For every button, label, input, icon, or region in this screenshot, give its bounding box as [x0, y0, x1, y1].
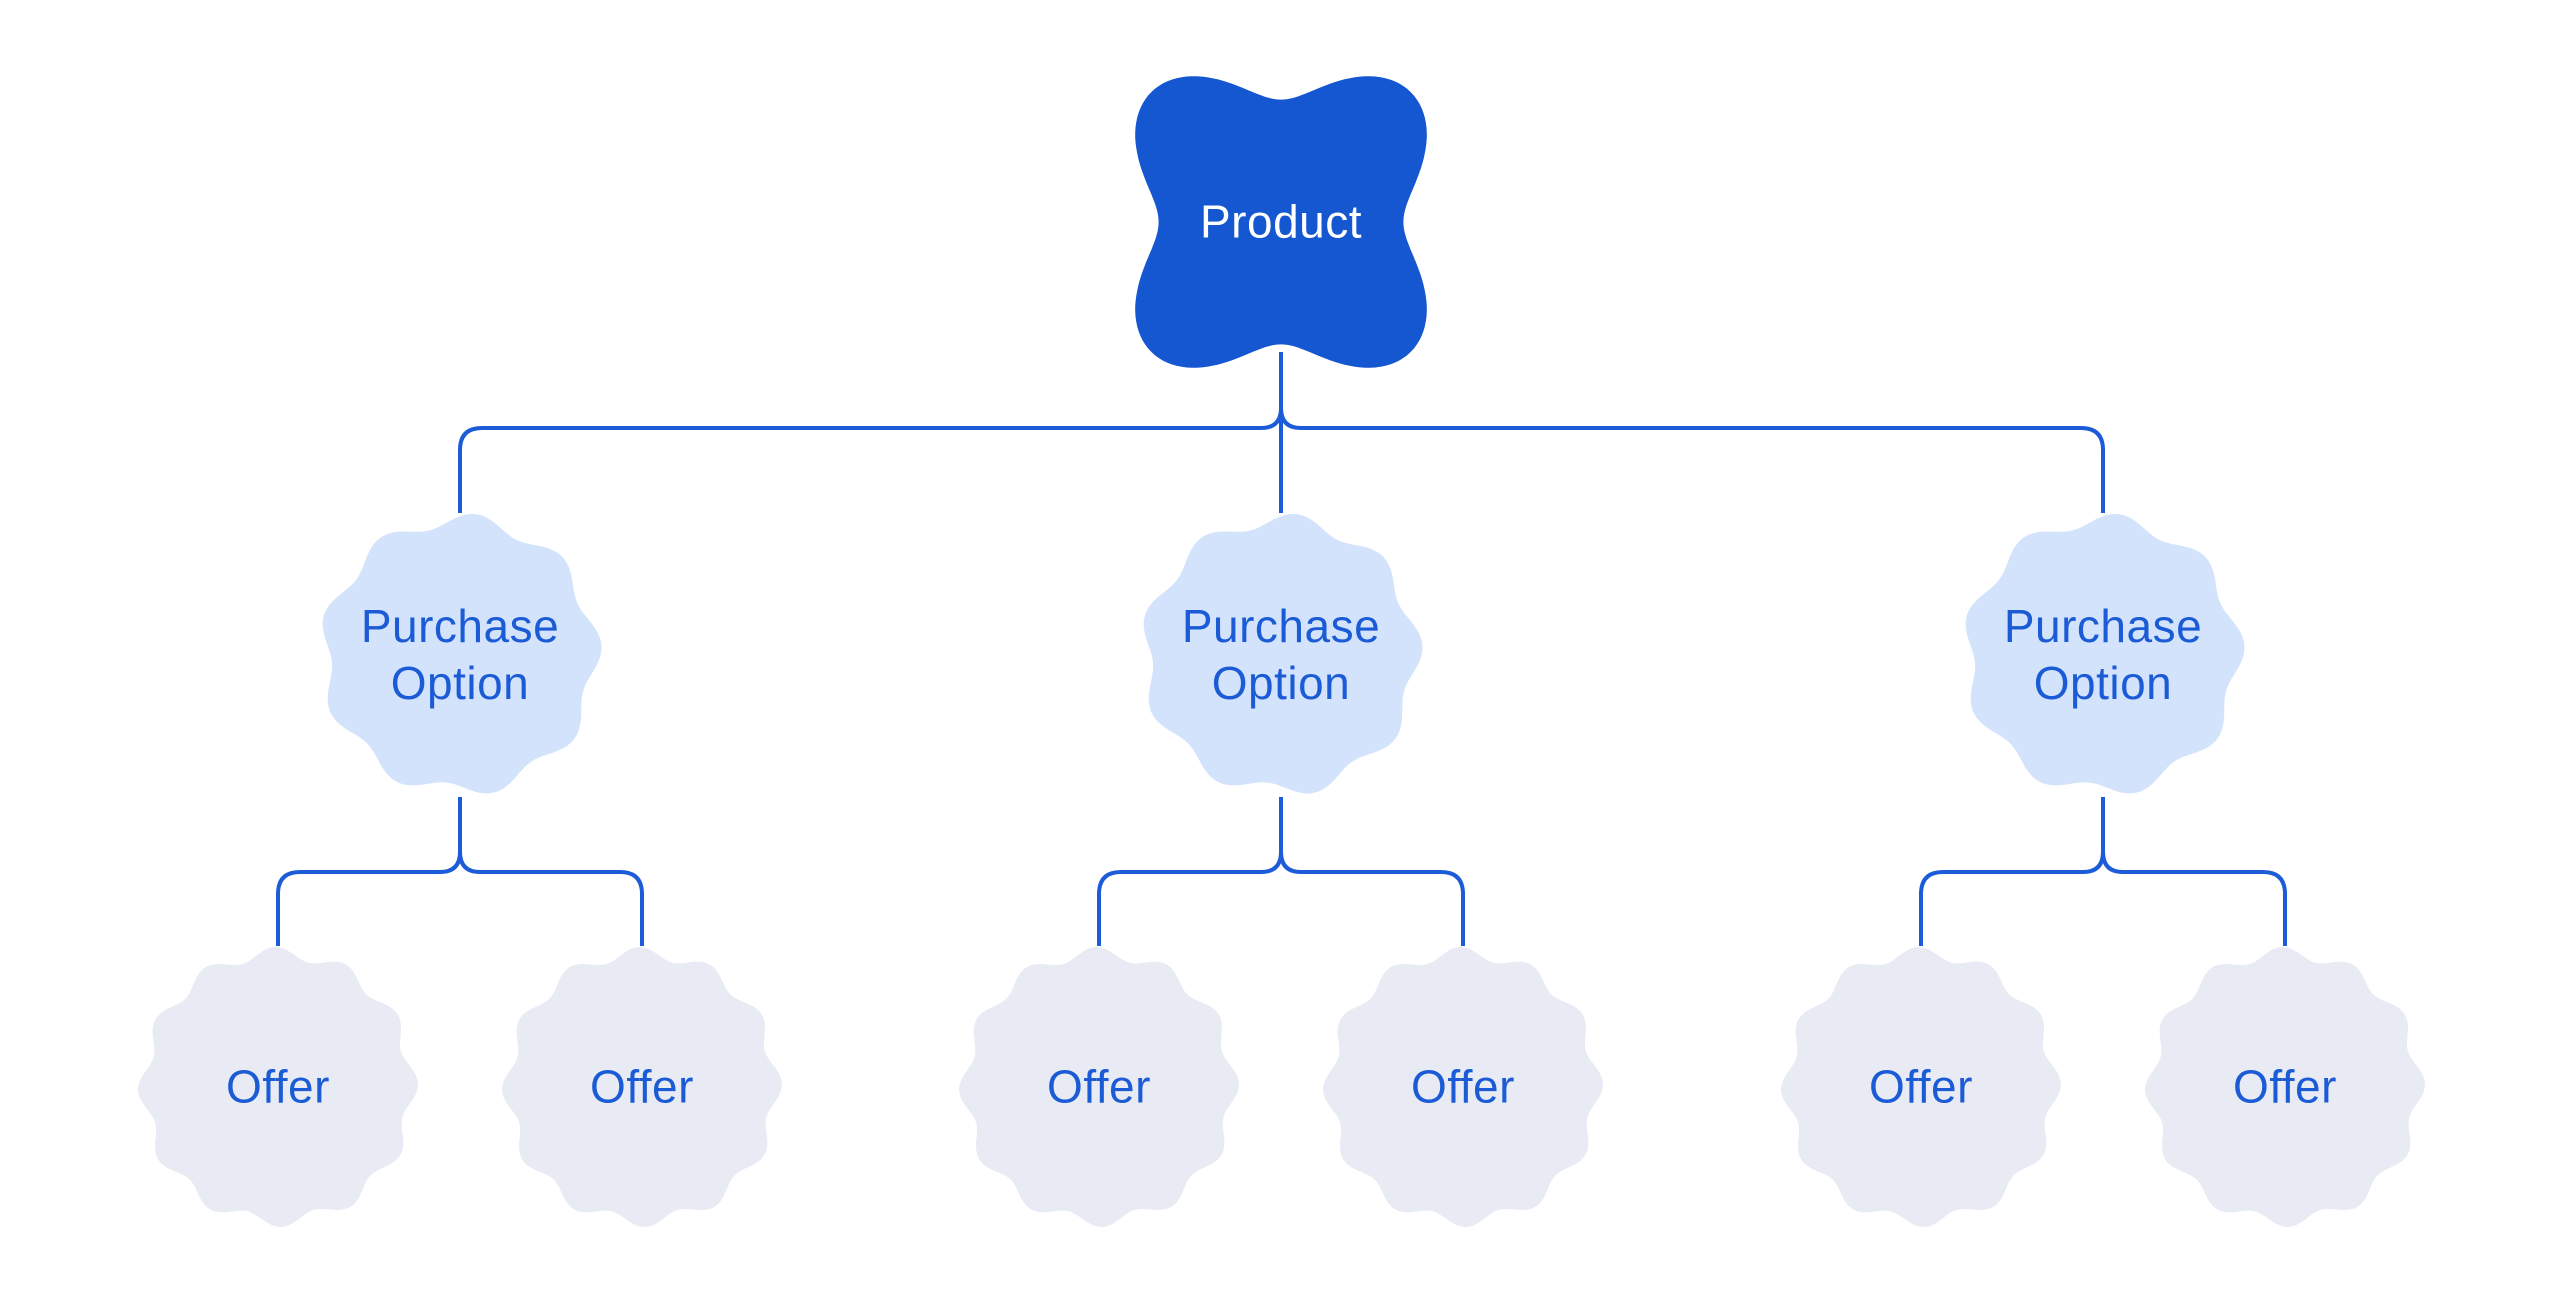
connector-purchase-option-2-to-offers — [1097, 797, 1465, 946]
purchase-option-node-label: Purchase Option — [2003, 599, 2203, 709]
connector-product-to-purchase-options — [458, 352, 2105, 513]
connector-purchase-option-3-to-offers — [1919, 797, 2287, 946]
offer-node-shape — [2145, 947, 2425, 1227]
purchase-option-node-shape — [1143, 513, 1423, 794]
offer-node-shape — [959, 947, 1239, 1227]
offer-node-label: Offer — [590, 1060, 694, 1113]
offer-node-shape — [1323, 947, 1603, 1227]
offer-node-label: Offer — [2233, 1060, 2337, 1113]
offer-node-shape — [138, 947, 418, 1227]
purchase-option-node-label: Purchase Option — [1181, 599, 1381, 709]
offer-node-label: Offer — [226, 1060, 330, 1113]
product-node-shape — [1135, 76, 1427, 368]
offer-node-shape — [1781, 947, 2061, 1227]
offer-node-label: Offer — [1411, 1060, 1515, 1113]
connector-purchase-option-1-to-offers — [276, 797, 644, 946]
offer-node-label: Offer — [1869, 1060, 1973, 1113]
product-node-label: Product — [1199, 195, 1363, 248]
purchase-option-node-shape — [1965, 513, 2245, 794]
purchase-option-node-label: Purchase Option — [360, 599, 560, 709]
offer-node-shape — [502, 947, 782, 1227]
offer-node-label: Offer — [1047, 1060, 1151, 1113]
purchase-option-node-shape — [322, 513, 602, 794]
